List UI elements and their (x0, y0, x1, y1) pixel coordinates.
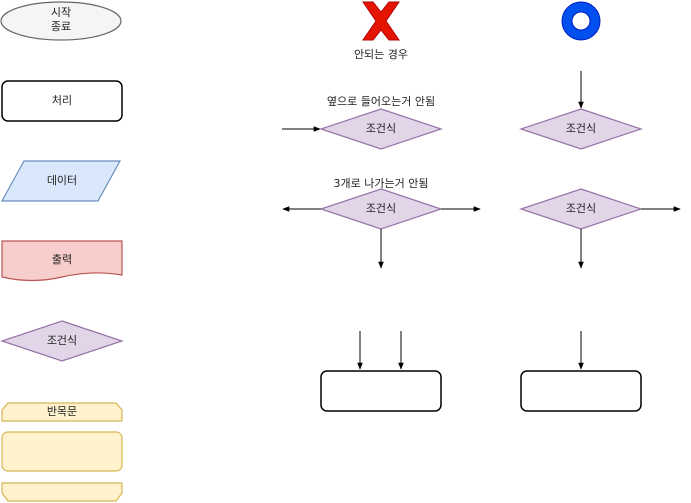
bad-decision-1-shape[interactable] (319, 108, 443, 150)
start-end-shape[interactable] (0, 1, 122, 41)
process-label: 처리 (51, 94, 73, 107)
output-label: 출력 (51, 253, 73, 266)
legend-decision-shape[interactable] (0, 320, 124, 362)
bad-decision-2-label: 조건식 (365, 202, 397, 215)
three-exits-note: 3개로 나가는거 안됨 (333, 177, 429, 190)
good-process-shape[interactable] (520, 370, 642, 412)
process-shape[interactable] (1, 80, 123, 122)
loop-body-shape[interactable] (1, 431, 123, 472)
loop-top-shape[interactable] (1, 402, 123, 422)
bad-process-shape[interactable] (320, 370, 442, 412)
legend-decision-label: 조건식 (46, 334, 78, 347)
output-shape[interactable] (1, 240, 123, 282)
good-decision-2-label: 조건식 (565, 202, 597, 215)
loop-label: 반목문 (46, 405, 78, 418)
loop-bottom-shape[interactable] (1, 482, 123, 502)
good-decision-1-label: 조건식 (565, 122, 597, 135)
bad-header-label: 안되는 경우 (353, 48, 409, 61)
o-icon (561, 1, 601, 41)
x-icon (362, 1, 400, 41)
start-end-label: 시작 종료 (50, 6, 72, 33)
side-entry-note: 옆으로 들어오는거 안됨 (326, 95, 436, 108)
good-decision-1-shape[interactable] (519, 108, 643, 150)
data-shape[interactable] (0, 160, 122, 202)
bad-decision-1-label: 조건식 (365, 122, 397, 135)
data-label: 데이터 (46, 174, 78, 187)
